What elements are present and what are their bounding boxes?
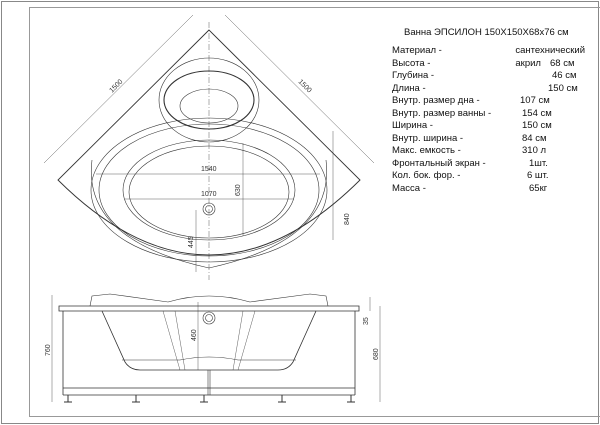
spec-value: 150 см [522, 120, 552, 131]
spec-row: Масса - 65кг [392, 183, 600, 196]
overflow-icon [202, 311, 216, 325]
rim [58, 305, 360, 312]
front-panel [62, 311, 356, 396]
side-view [51, 293, 381, 403]
spec-value: 310 л [522, 145, 547, 156]
spec-row: Внутр. ширина - 84 см [392, 133, 600, 146]
overflow-inner [205, 314, 213, 322]
spec-value: 154 см [522, 107, 552, 119]
spec-label: Внутр. размер ванны - [392, 107, 492, 119]
spec-value: 46 см [552, 70, 577, 81]
spec-label: Фронтальный экран - [392, 157, 486, 169]
spec-row: Кол. бок. фор. - 6 шт. [392, 170, 600, 183]
dim-rim: 35 [363, 317, 370, 325]
basin-profile [101, 310, 317, 371]
dim-line-side-left [43, 14, 194, 164]
spec-value: 150 см [548, 82, 578, 94]
spec-row: Материал - сантехнический акрил [392, 45, 600, 69]
spec-row: Внутр. размер ванны - 154 см [392, 108, 600, 121]
dim-side-left: 1500 [108, 78, 124, 94]
spec-row: Фронтальный экран - 1шт. [392, 158, 600, 171]
spec-label: Глубина - [392, 70, 435, 81]
spec-label: Макс. емкость - [392, 145, 461, 156]
dim-line-side-right [224, 14, 375, 164]
spec-row: Ширина - 150 см [392, 120, 600, 133]
spec-label: Внутр. ширина - [392, 132, 464, 144]
spec-value: 6 шт. [527, 170, 549, 181]
spec-label: Высота - [392, 57, 431, 69]
legs [64, 395, 355, 403]
spec-label: Длина - [392, 82, 426, 94]
top-profile [89, 293, 329, 307]
spec-value: 107 см [520, 95, 550, 106]
spec-value: 65кг [529, 182, 548, 194]
spec-label: Материал - [392, 45, 442, 56]
dim-width: 840 [344, 213, 351, 225]
spec-row: Высота - 68 см [392, 58, 600, 71]
dim-bottom-length: 1070 [201, 191, 217, 198]
basin-bottom-line [122, 356, 296, 361]
spec-row: Глубина - 46 см [392, 70, 600, 83]
spec-value: 68 см [550, 57, 575, 69]
spec-label: Ширина - [392, 120, 433, 131]
dim-drain-offset: 445 [188, 236, 195, 248]
spec-label: Масса - [392, 182, 426, 194]
spec-value: 1шт. [529, 157, 548, 169]
top-view [43, 14, 375, 280]
drawing-frame [29, 7, 600, 417]
product-title: Ванна ЭПСИЛОН 150X150X68x76 см [404, 27, 569, 38]
spec-value: 84 см [522, 132, 547, 144]
spec-row: Макс. емкость - 310 л [392, 145, 600, 158]
spec-value: сантехнический акрил [515, 45, 586, 69]
basin-contours [162, 310, 256, 371]
dim-side-right: 1500 [297, 78, 313, 94]
spec-row: Длина - 150 см [392, 83, 600, 96]
dim-depth: 460 [191, 329, 198, 341]
spec-label: Внутр. размер дна - [392, 95, 480, 106]
dim-height: 680 [373, 348, 380, 360]
spec-row: Внутр. размер дна - 107 см [392, 95, 600, 108]
dim-inner-width: 630 [235, 184, 242, 196]
spec-table: Ванна ЭПСИЛОН 150X150X68x76 см Материал … [392, 27, 600, 195]
spec-label: Кол. бок. фор. - [392, 170, 461, 181]
dim-inner-length: 1540 [201, 166, 217, 173]
dim-total-height: 760 [45, 344, 52, 356]
